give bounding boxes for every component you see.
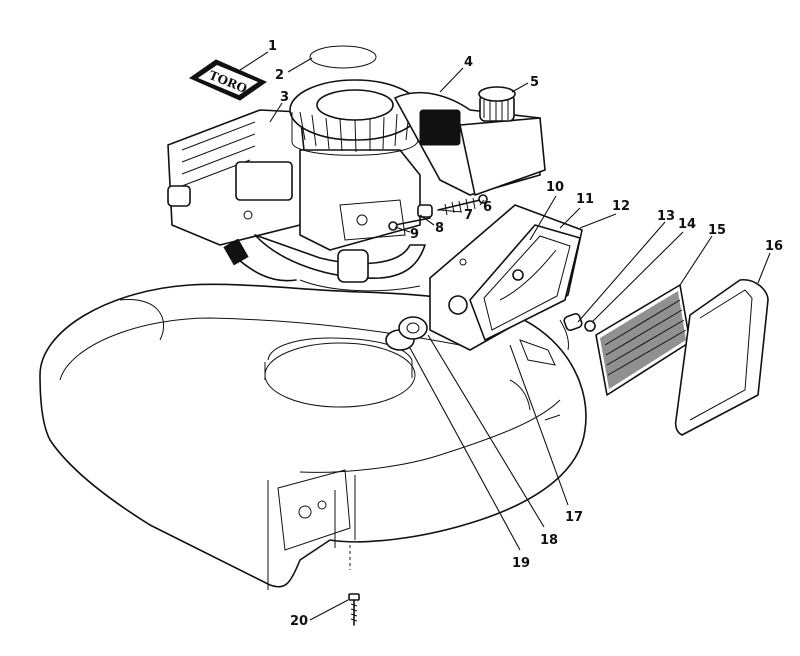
toro-decal: TORO bbox=[188, 59, 268, 101]
callout-3: 3 bbox=[280, 90, 289, 105]
spacer-pulley bbox=[385, 316, 428, 351]
callout-18: 18 bbox=[540, 533, 558, 548]
callout-7: 7 bbox=[464, 208, 473, 223]
ring-gasket bbox=[309, 45, 377, 69]
foam-filter bbox=[595, 284, 691, 396]
callout-20: 20 bbox=[290, 614, 308, 629]
callout-13: 13 bbox=[657, 209, 675, 224]
callout-11: 11 bbox=[576, 192, 594, 207]
fuel-tank bbox=[394, 86, 546, 196]
callout-leaders bbox=[239, 51, 771, 621]
callout-labels: 1 2 3 4 5 6 7 8 9 10 11 12 13 14 15 16 1… bbox=[268, 39, 783, 629]
callout-15: 15 bbox=[708, 223, 726, 238]
engine-assembly bbox=[167, 79, 426, 292]
filter-fittings bbox=[563, 313, 596, 332]
callout-1: 1 bbox=[268, 39, 277, 54]
callout-16: 16 bbox=[765, 239, 783, 254]
callout-10: 10 bbox=[546, 180, 564, 195]
callout-6: 6 bbox=[483, 200, 492, 215]
callout-9: 9 bbox=[410, 227, 419, 242]
callout-5: 5 bbox=[530, 75, 539, 90]
air-cleaner-body bbox=[429, 204, 583, 351]
carburetor-parts bbox=[388, 194, 488, 231]
callout-8: 8 bbox=[435, 221, 444, 236]
callout-17: 17 bbox=[565, 510, 583, 525]
callout-12: 12 bbox=[612, 199, 630, 214]
bolt bbox=[348, 593, 360, 626]
filter-cover bbox=[674, 279, 769, 436]
mower-deck bbox=[39, 283, 587, 590]
callout-19: 19 bbox=[512, 556, 530, 571]
callout-14: 14 bbox=[678, 217, 696, 232]
callout-2: 2 bbox=[275, 68, 284, 83]
callout-4: 4 bbox=[464, 55, 473, 70]
